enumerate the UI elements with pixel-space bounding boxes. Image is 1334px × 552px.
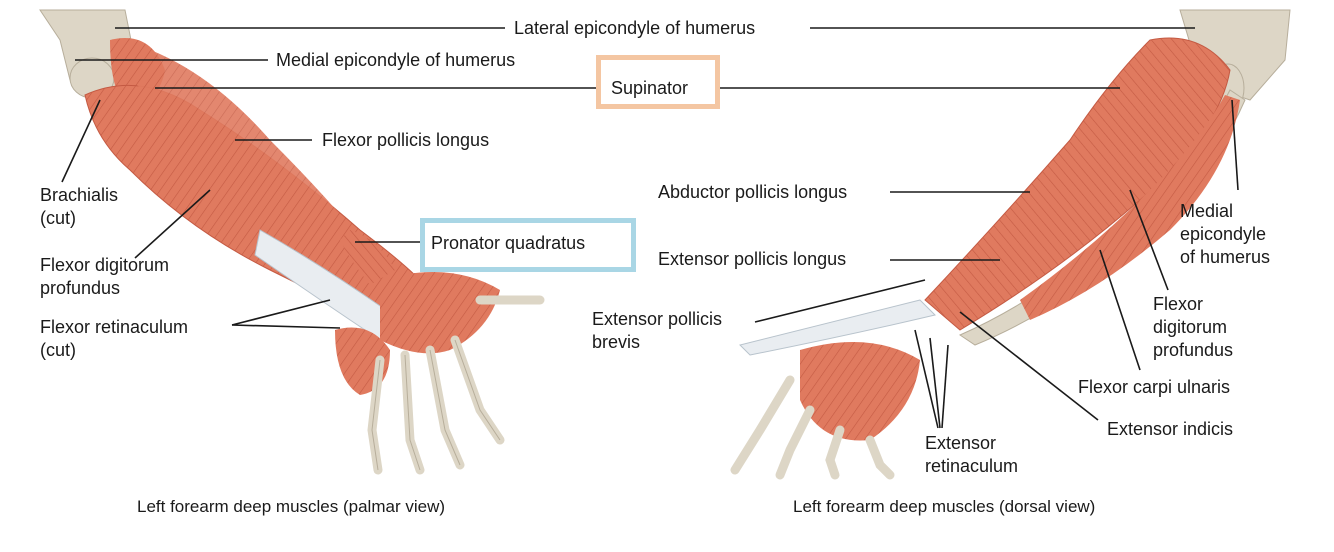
leader-flexor-retinaculum-2 (231, 324, 341, 329)
leader-lines (61, 27, 1239, 429)
label-flexor-digitorum-right-2: digitorum (1153, 317, 1228, 337)
leader-extensor-pollicis-brevis (754, 279, 926, 323)
leader-extensor-indicis (959, 311, 1099, 421)
label-flexor-retinaculum-2: (cut) (40, 340, 76, 360)
leader-flexor-digitorum-left (134, 189, 211, 259)
label-medial-epicondyle: Medial epicondyle of humerus (276, 50, 516, 70)
dorsal-view-illustration (730, 9, 1291, 480)
pronator-highlight-box (420, 218, 636, 272)
label-brachialis-2: (cut) (40, 208, 76, 228)
label-extensor-pollicis-longus: Extensor pollicis longus (658, 249, 847, 269)
leader-extensor-retinaculum-2 (929, 337, 941, 429)
label-extensor-retinaculum-2: retinaculum (925, 456, 1019, 476)
leader-flexor-retinaculum-1 (231, 299, 331, 326)
label-flexor-retinaculum-1: Flexor retinaculum (40, 317, 189, 337)
label-extensor-pollicis-brevis-1: Extensor pollicis (592, 309, 723, 329)
label-medial-epicondyle-right-1: Medial (1180, 201, 1234, 221)
caption-dorsal-view: Left forearm deep muscles (dorsal view) (793, 497, 1096, 516)
label-flexor-pollicis-longus: Flexor pollicis longus (322, 130, 490, 150)
label-abductor-pollicis-longus: Abductor pollicis longus (658, 182, 848, 202)
finger-bones-dorsal (730, 375, 895, 480)
label-flexor-digitorum-left-1: Flexor digitorum (40, 255, 170, 275)
leader-extensor-retinaculum-1 (914, 329, 939, 429)
label-pronator-quadratus: Pronator quadratus (431, 233, 586, 253)
label-extensor-retinaculum-1: Extensor (925, 433, 997, 453)
label-flexor-digitorum-right-3: profundus (1153, 340, 1234, 360)
leader-flexor-digitorum-right (1129, 189, 1169, 291)
pronator-quadratus-muscle (340, 230, 395, 285)
label-flexor-digitorum-left-2: profundus (40, 278, 121, 298)
label-flexor-digitorum-right-1: Flexor (1153, 294, 1204, 314)
hand-muscles-palmar (380, 272, 500, 354)
label-extensor-pollicis-brevis-2: brevis (592, 332, 641, 352)
label-medial-epicondyle-right-3: of humerus (1180, 247, 1271, 267)
forearm-muscles-dorsal (924, 37, 1231, 331)
hand-muscles-dorsal (800, 342, 920, 441)
flexor-muscles-dorsal (1020, 95, 1240, 320)
label-supinator: Supinator (611, 78, 689, 98)
caption-palmar-view: Left forearm deep muscles (palmar view) (137, 497, 446, 516)
leader-brachialis (61, 99, 101, 183)
leader-extensor-retinaculum-3 (941, 344, 949, 429)
label-flexor-carpi-ulnaris: Flexor carpi ulnaris (1078, 377, 1231, 397)
supinator-highlight-box (596, 55, 720, 109)
extensor-tendons-dorsal (739, 299, 936, 356)
forearm-muscles-palmar-upper (120, 40, 370, 262)
label-extensor-indicis: Extensor indicis (1107, 419, 1234, 439)
label-medial-epicondyle-right-2: epicondyle (1180, 224, 1267, 244)
label-lateral-epicondyle: Lateral epicondyle of humerus (514, 18, 756, 38)
palmar-view-illustration (39, 9, 545, 475)
leader-flexor-carpi-ulnaris (1099, 249, 1141, 371)
label-brachialis-1: Brachialis (40, 185, 119, 205)
leader-medial-epicondyle-right (1231, 99, 1239, 191)
